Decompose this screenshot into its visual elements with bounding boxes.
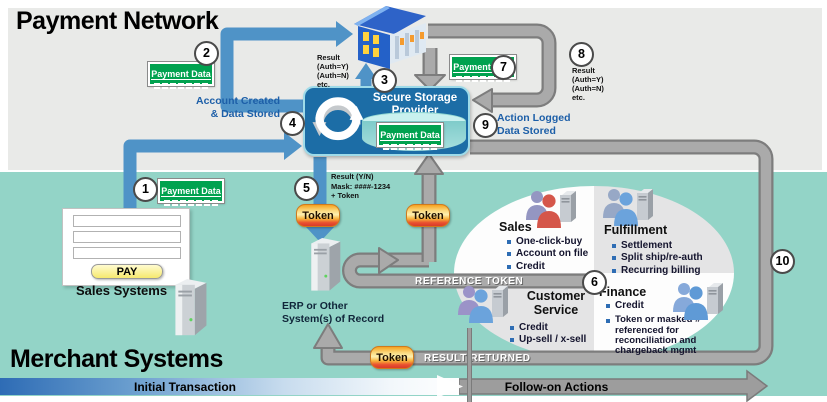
payment-data-text: Payment Data bbox=[151, 69, 211, 80]
dept-finance-list: Credit Token or masked # referenced for … bbox=[604, 300, 711, 356]
form-field-1 bbox=[73, 215, 181, 227]
payment-network-building-icon bbox=[354, 6, 426, 69]
sales-people-icon bbox=[526, 191, 576, 228]
follow-on-departments-ellipse bbox=[454, 186, 734, 360]
list-item: Settlement bbox=[610, 240, 703, 252]
finance-people-icon bbox=[673, 283, 723, 320]
token-badge-up: Token bbox=[406, 204, 450, 227]
sales-checkout-form: PAY bbox=[62, 208, 190, 286]
customer-service-people-icon bbox=[458, 286, 508, 323]
payment-network-title: Payment Network bbox=[16, 7, 219, 35]
pay-button: PAY bbox=[91, 264, 163, 279]
arrow-sales-to-storage bbox=[123, 132, 302, 210]
token-badge-down: Token bbox=[296, 204, 340, 227]
reference-token-label: REFERENCE TOKEN bbox=[415, 276, 524, 287]
sales-server-icon bbox=[175, 279, 207, 336]
sales-systems-label: Sales Systems bbox=[76, 283, 168, 298]
step-8: 8 bbox=[569, 42, 594, 67]
payment-data-text: Payment Data bbox=[380, 130, 440, 141]
form-field-2 bbox=[73, 231, 181, 243]
step-5: 5 bbox=[294, 176, 319, 201]
payment-data-text: Payment Data bbox=[161, 186, 221, 197]
step-6: 6 bbox=[582, 270, 607, 295]
list-item: Credit bbox=[505, 261, 588, 273]
initial-transaction-bar bbox=[0, 378, 459, 395]
customer-service-connector-line bbox=[467, 328, 472, 402]
erp-server-icon bbox=[311, 238, 341, 291]
dept-sales-header: Sales bbox=[499, 220, 532, 234]
dept-customer-service-header: Customer Service bbox=[526, 289, 586, 317]
dept-sales-list: One-click-buy Account on file Credit bbox=[505, 236, 588, 273]
token-badge-return: Token bbox=[370, 346, 414, 369]
account-created-label: Account Created& Data Stored bbox=[195, 95, 280, 120]
erp-label: ERP or Other System(s) of Record bbox=[282, 300, 384, 325]
step-3: 3 bbox=[372, 68, 397, 93]
sync-icon bbox=[312, 97, 364, 141]
payment-data-cells bbox=[379, 144, 441, 150]
step-1: 1 bbox=[133, 177, 158, 202]
dept-fulfillment-header: Fulfillment bbox=[604, 223, 668, 237]
list-item: Credit bbox=[508, 322, 586, 334]
quadrant-fulfillment bbox=[594, 186, 734, 273]
arrow-building-down bbox=[414, 48, 446, 91]
follow-on-actions-bar bbox=[458, 369, 769, 402]
list-item: Account on file bbox=[505, 248, 588, 260]
list-item: Recurring billing bbox=[610, 265, 703, 277]
mask-result-note: Result (Y/N)Mask: ####-1234 + Token bbox=[331, 172, 391, 200]
step-9: 9 bbox=[473, 113, 498, 138]
initial-transaction-label: Initial Transaction bbox=[133, 380, 237, 394]
fulfillment-people-icon bbox=[603, 189, 653, 226]
erp-label-line2: System(s) of Record bbox=[282, 312, 385, 325]
payment-data-text: Payment Data bbox=[453, 62, 513, 73]
payment-data-cells bbox=[160, 200, 222, 206]
step-7: 7 bbox=[491, 55, 516, 80]
form-field-3 bbox=[73, 247, 181, 259]
payment-data-badge-network: Payment Data bbox=[147, 61, 215, 89]
arrow-network-result bbox=[428, 23, 557, 113]
step-2: 2 bbox=[194, 41, 219, 66]
payment-data-cells bbox=[150, 83, 212, 89]
result-returned-label: RESULT RETURNED bbox=[424, 353, 531, 364]
list-item: Up-sell / x-sell bbox=[508, 334, 586, 346]
arrow-payment-data-to-network bbox=[220, 21, 353, 113]
dept-fulfillment-list: Settlement Split ship/re-auth Recurring … bbox=[610, 240, 703, 277]
payment-data-badge-stored: Payment Data bbox=[376, 122, 444, 150]
step-10: 10 bbox=[770, 249, 795, 274]
erp-label-line1: ERP or Other bbox=[282, 300, 348, 312]
list-item: Credit bbox=[604, 300, 711, 312]
auth-result-note-3: Result(Auth=Y) (Auth=N)etc. bbox=[317, 53, 349, 89]
list-item: Split ship/re-auth bbox=[610, 252, 703, 264]
arrow-reference-token bbox=[342, 247, 588, 289]
list-item: Token or masked # referenced for reconci… bbox=[604, 315, 711, 356]
step-4: 4 bbox=[280, 111, 305, 136]
follow-on-actions-label: Follow-on Actions bbox=[504, 380, 609, 394]
dept-customer-service-list: Credit Up-sell / x-sell bbox=[508, 322, 586, 347]
arrow-result-loop bbox=[313, 139, 774, 366]
list-item: One-click-buy bbox=[505, 236, 588, 248]
payment-data-badge-sales: Payment Data bbox=[157, 178, 225, 206]
dept-finance-header: Finance bbox=[599, 285, 647, 299]
auth-result-note-8: Result(Auth=Y) (Auth=N)etc. bbox=[572, 66, 604, 102]
merchant-systems-title: Merchant Systems bbox=[10, 345, 223, 373]
